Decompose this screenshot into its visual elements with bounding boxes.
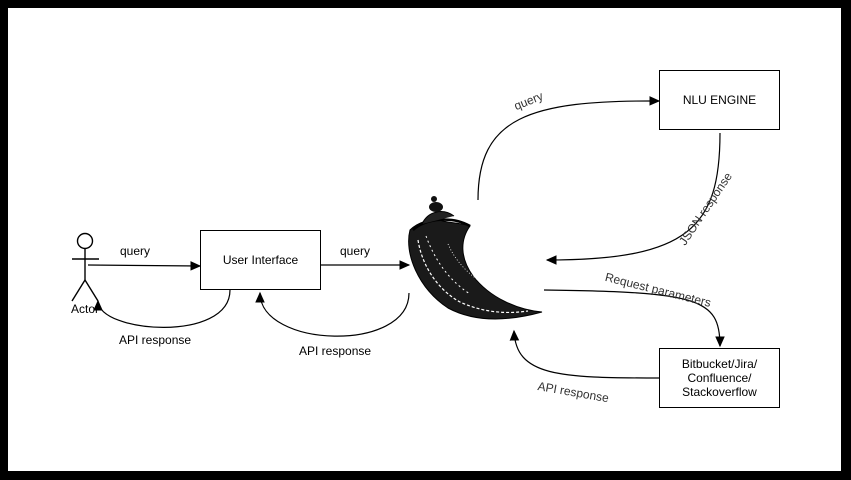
diagram-canvas: User Interface NLU ENGINE Bitbucket/Jira… [8,8,841,471]
user-interface-box: User Interface [200,230,321,290]
edge-ui-to-actor [93,289,231,328]
services-label-line1: Bitbucket/Jira/ [681,357,758,371]
actor-label: Actor [71,302,100,316]
services-label-line2: Confluence/ [687,371,752,385]
flask-logo-icon [408,196,543,320]
nlu-engine-label: NLU ENGINE [682,93,757,107]
user-interface-label: User Interface [222,253,299,267]
nlu-engine-box: NLU ENGINE [659,70,780,130]
edge-flask-to-services [543,289,725,348]
diagram-edges [71,96,725,379]
edge-flask-to-ui [255,291,410,337]
edge-label-actor-to-ui: query [120,244,151,258]
edge-actor-to-ui [87,261,202,271]
edge-label-ui-to-flask: query [340,244,371,258]
edge-label-flask-to-ui: API response [299,344,372,358]
edge-label-ui-to-actor: API response [119,333,192,347]
services-label-line3: Stackoverflow [682,385,757,399]
edge-flask-to-nlu [477,96,661,201]
services-box: Bitbucket/Jira/ Confluence/ Stackoverflo… [659,348,780,408]
edge-nlu-to-flask [545,132,721,265]
actor-icon [71,232,99,302]
edge-services-to-flask [509,329,660,379]
